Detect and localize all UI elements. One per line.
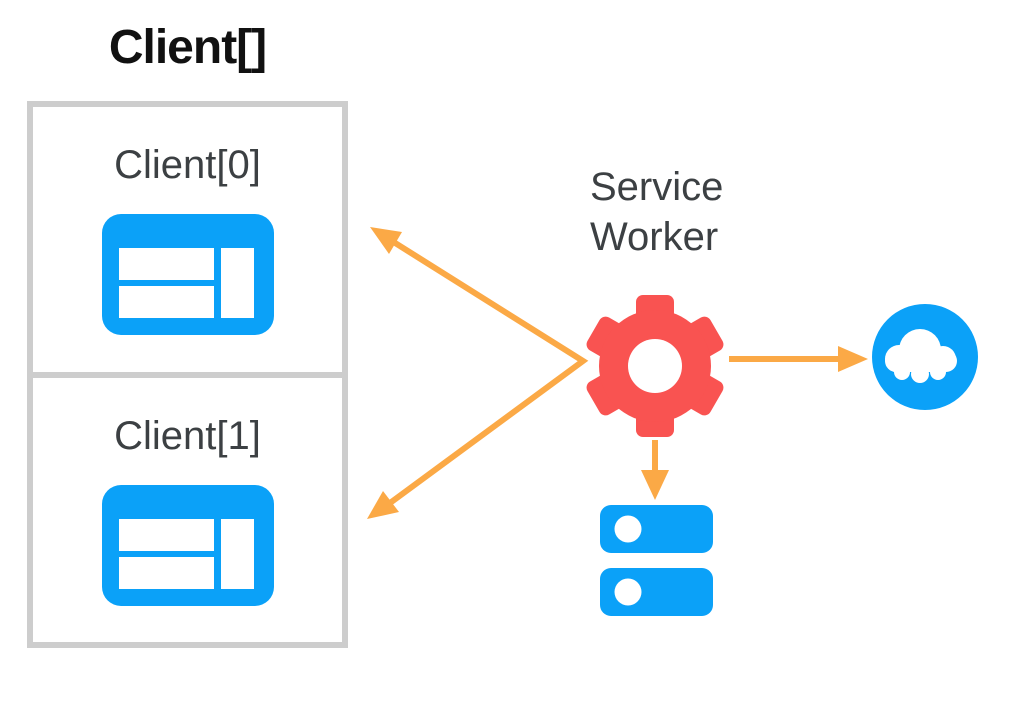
client-array-box: Client[0] Client[1] [27, 101, 348, 648]
arrowhead-cloud-icon [838, 346, 868, 372]
client-array-title: Client[] [108, 21, 267, 74]
arrowhead-storage-icon [641, 470, 669, 500]
service-worker-label: Service Worker [590, 165, 724, 259]
web-page-icon [101, 214, 274, 336]
arrow-line-sw-to-clients [388, 238, 589, 506]
cloud-icon [872, 304, 978, 410]
client-1-label: Client[1] [114, 413, 261, 458]
arrowhead-client1-icon [367, 491, 399, 519]
client-box-divider [33, 371, 342, 378]
client-cell-1: Client[1] [33, 378, 342, 643]
client-cell-0: Client[0] [33, 107, 342, 372]
client-0-label: Client[0] [114, 143, 261, 188]
gear-icon [586, 295, 724, 437]
arrowhead-client0-icon [370, 227, 402, 254]
web-page-icon [101, 484, 274, 606]
storage-icon [600, 505, 713, 616]
